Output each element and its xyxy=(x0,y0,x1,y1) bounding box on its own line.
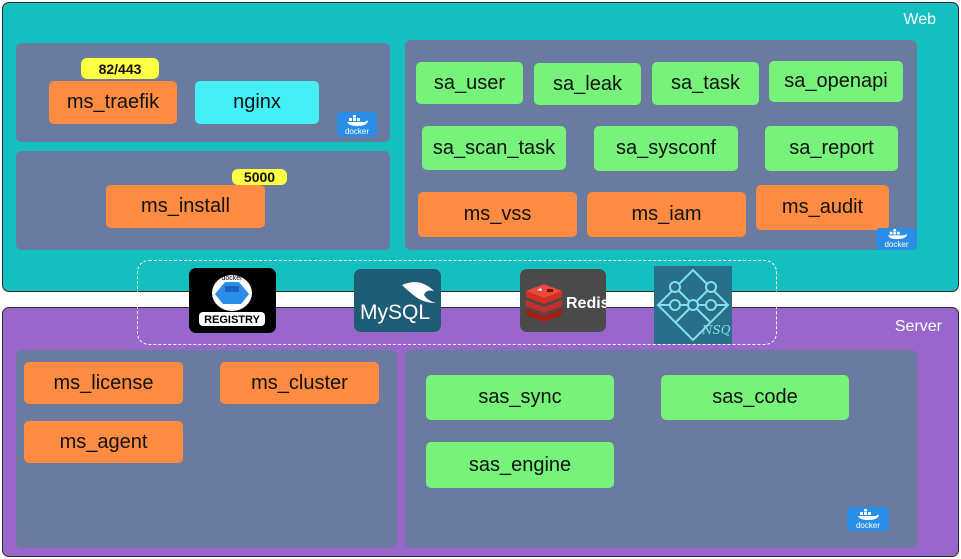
registry-logo-text: REGISTRY xyxy=(204,314,260,326)
nsq-logo-text: NSQ xyxy=(701,323,731,337)
ms-audit-box[interactable]: ms_audit xyxy=(756,185,889,230)
ms-iam-box[interactable]: ms_iam xyxy=(587,192,746,237)
sa-openapi-box[interactable]: sa_openapi xyxy=(769,61,903,102)
redis-logo-text: Redis xyxy=(566,295,606,312)
mysql-logo-text: MySQL xyxy=(360,301,430,324)
sa-sysconf-box[interactable]: sa_sysconf xyxy=(594,126,738,171)
registry-logo-subtext: docker xyxy=(221,275,243,282)
nsq-logo: NSQ xyxy=(654,266,732,344)
shared-infra-group xyxy=(137,260,777,345)
ms-cluster-box[interactable]: ms_cluster xyxy=(220,362,379,404)
docker-icon: docker xyxy=(337,112,377,137)
redis-logo: Redis xyxy=(520,269,606,332)
sa-leak-box[interactable]: sa_leak xyxy=(534,63,641,105)
ms-vss-box[interactable]: ms_vss xyxy=(418,192,577,237)
sas-code-box[interactable]: sas_code xyxy=(661,375,849,420)
nginx-box[interactable]: nginx xyxy=(195,81,319,124)
ms-license-box[interactable]: ms_license xyxy=(24,362,183,404)
sas-sync-box[interactable]: sas_sync xyxy=(426,375,614,420)
traefik-port-badge: 82/443 xyxy=(81,58,159,79)
docker-icon: docker xyxy=(876,228,917,250)
docker-registry-logo: docker REGISTRY xyxy=(189,268,276,333)
sa-report-box[interactable]: sa_report xyxy=(765,126,898,171)
install-port-badge: 5000 xyxy=(232,169,287,185)
docker-icon: docker xyxy=(847,507,889,531)
web-zone-title: Web xyxy=(903,11,936,28)
sas-engine-box[interactable]: sas_engine xyxy=(426,442,614,488)
sa-scan-task-box[interactable]: sa_scan_task xyxy=(422,126,566,170)
sa-user-box[interactable]: sa_user xyxy=(416,62,523,104)
sa-task-box[interactable]: sa_task xyxy=(652,62,759,105)
mysql-logo: MySQL xyxy=(354,269,441,332)
ms-traefik-box[interactable]: ms_traefik xyxy=(49,81,177,124)
server-zone-title: Server xyxy=(894,318,942,335)
ms-agent-box[interactable]: ms_agent xyxy=(24,421,183,463)
ms-install-box[interactable]: ms_install xyxy=(106,185,265,228)
